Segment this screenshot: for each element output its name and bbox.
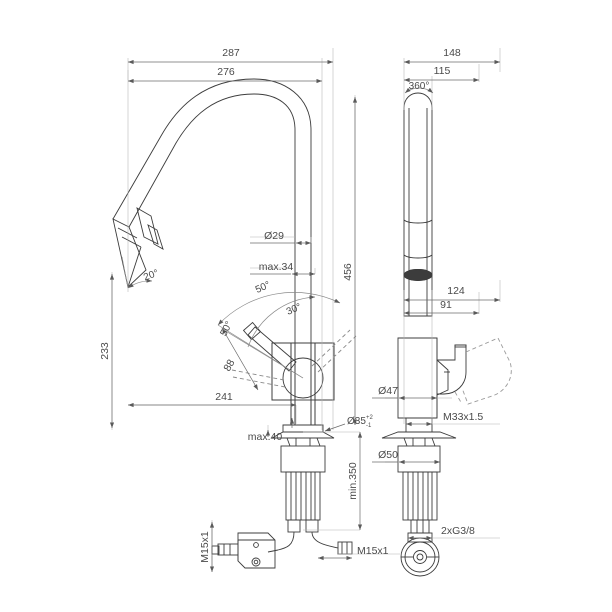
dim-overall-reach: 287	[128, 47, 333, 65]
dim-overall-height: 456	[342, 97, 358, 425]
dim-handle-radius-label: 88	[221, 357, 237, 373]
side-view-angle-arcs	[217, 292, 341, 379]
dim-spout-reach-label: 276	[217, 66, 235, 78]
dim-handle-reach: 241	[128, 391, 296, 408]
dim-spout-width-label: 115	[434, 65, 451, 77]
dim-clearance-max: max.40	[248, 418, 295, 443]
dim-body-diameter: Ø47	[372, 385, 437, 401]
dim-spout-reach: 276	[128, 66, 322, 84]
dim-overall-width: 148	[404, 47, 500, 65]
dim-handle-reach-label: 241	[215, 391, 233, 403]
dim-supply-thread-vertical: M15x1	[199, 522, 215, 572]
dim-supply-thread-horizontal: M15x1	[318, 545, 389, 561]
angle-spray-head-arc	[121, 256, 153, 289]
angle-spout-swivel-label: 360°	[409, 81, 430, 92]
dim-handle-radius: 88	[221, 327, 259, 391]
dim-mounting-hole-label: Ø35	[347, 416, 366, 427]
dim-handle-height: 233	[99, 274, 115, 428]
front-view-geometry	[381, 92, 512, 577]
dim-overall-reach-label: 287	[222, 47, 240, 59]
dim-outlet-offset: max.34	[250, 261, 315, 277]
dim-supply-thread-vertical-label: M15x1	[199, 531, 211, 563]
dim-base-diameter: Ø50	[372, 449, 440, 465]
dim-mounting-hole-tol-upper: +2	[366, 415, 374, 421]
dim-body-offset-label: 124	[447, 285, 465, 297]
angle-swivel-arc	[404, 87, 434, 94]
dim-spout-width: 115	[404, 65, 479, 83]
dim-shank-thread-label: M33x1.5	[443, 411, 483, 423]
angle-lever-right-swing-label: 30°	[285, 302, 303, 318]
dim-mounting-hole-tol-lower: -1	[366, 423, 372, 429]
dim-handle-offset-label: 91	[440, 299, 452, 311]
dim-overall-height-label: 456	[342, 263, 354, 281]
dim-supply-thread-horizontal-label: M15x1	[357, 545, 389, 557]
dim-outlet-diameter-label: Ø29	[264, 230, 284, 242]
dim-outlet-diameter: Ø29	[250, 230, 311, 246]
angle-spray-head-tilt-label: 20°	[142, 268, 160, 284]
dim-clearance-max-label: max.40	[248, 431, 283, 443]
dim-supply-connections-label: 2xG3/8	[441, 525, 475, 537]
dim-outlet-offset-label: max.34	[259, 261, 294, 273]
dim-supply-connections: 2xG3/8	[408, 525, 475, 541]
side-view: 287 276 Ø29 max.34 456 233	[99, 47, 400, 572]
dim-mounting-hole: Ø35 +2 -1	[324, 415, 374, 432]
dim-handle-height-label: 233	[99, 342, 111, 360]
dim-body-offset: 124	[404, 285, 500, 303]
dim-hose-length: min.350	[347, 432, 363, 530]
dim-handle-offset: 91	[404, 299, 479, 316]
dim-overall-width-label: 148	[443, 47, 461, 59]
dim-base-diameter-label: Ø50	[378, 449, 398, 461]
dim-body-diameter-label: Ø47	[378, 385, 398, 397]
dim-shank-thread: M33x1.5	[406, 411, 483, 427]
dim-hose-length-label: min.350	[347, 462, 359, 500]
front-view: 148 115 360° 124 91 Ø47	[372, 47, 512, 577]
